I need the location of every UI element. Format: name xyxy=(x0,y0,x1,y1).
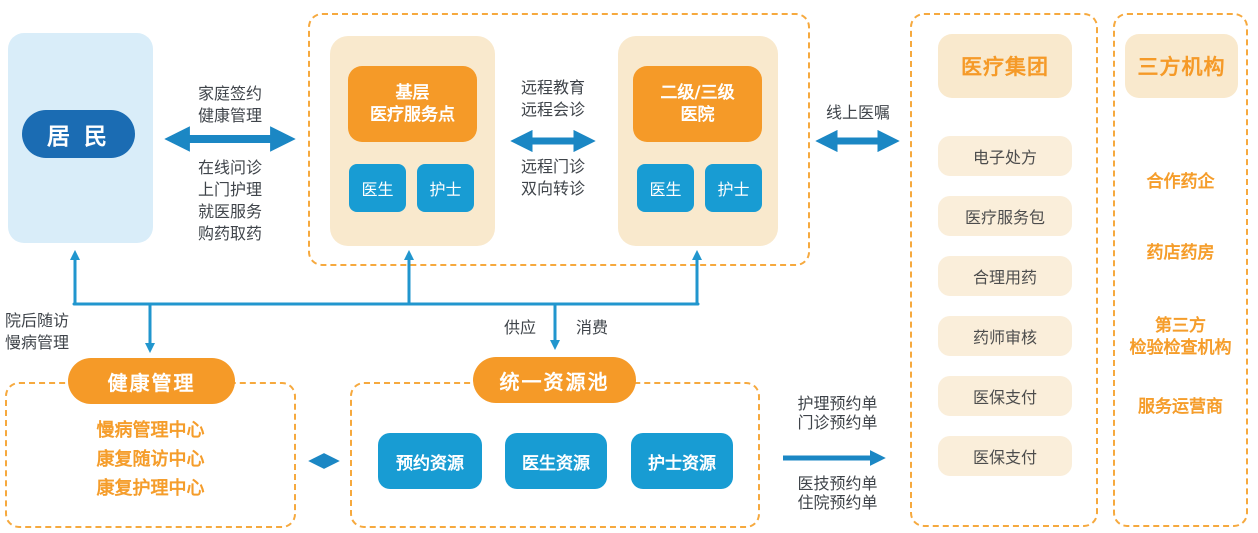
resource-box-appointment: 预约资源 xyxy=(378,433,482,489)
edge-label-online-order: 线上医嘱 xyxy=(825,103,890,122)
edge-label-consume: 消费 xyxy=(575,318,608,337)
hospital-nurse-box: 护士 xyxy=(705,164,762,212)
health-mgmt-item: 康复随访中心 xyxy=(96,449,205,470)
primary-care-box: 基层 医疗服务点 xyxy=(348,66,477,142)
third-party-title-box: 三方机构 xyxy=(1125,34,1238,98)
resident-label: 居 民 xyxy=(46,124,110,150)
medical-group-item-pharmacist-review: 药师审核 xyxy=(938,316,1072,356)
third-party-panel xyxy=(1113,13,1248,527)
edge-label-online-services: 在线问诊 上门护理 就医服务 购药取药 xyxy=(197,158,262,243)
edge-label-remote-education: 远程教育 远程会诊 xyxy=(520,78,585,119)
resident-box: 居 民 xyxy=(22,110,135,158)
third-party-item-pharma-partners: 合作药企 xyxy=(1146,172,1215,192)
medical-group-item-eprescription: 电子处方 xyxy=(938,136,1072,176)
health-mgmt-title-box: 健康管理 xyxy=(68,358,235,404)
edge-label-supply: 供应 xyxy=(503,318,536,337)
medical-group-item-service-package: 医疗服务包 xyxy=(938,196,1072,236)
medical-group-item-insurance-payment-2: 医保支付 xyxy=(938,436,1072,476)
primary-care-doctor-box: 医生 xyxy=(349,164,406,212)
primary-care-nurse-box: 护士 xyxy=(417,164,474,212)
medical-group-title-box: 医疗集团 xyxy=(938,34,1072,98)
resource-pool-title-box: 统一资源池 xyxy=(473,357,636,403)
health-mgmt-items: 慢病管理中心 康复随访中心 康复护理中心 xyxy=(20,416,281,503)
hospital-box: 二级/三级 医院 xyxy=(633,66,762,142)
third-party-item-service-operators: 服务运营商 xyxy=(1138,397,1223,417)
medical-group-item-insurance-payment-1: 医保支付 xyxy=(938,376,1072,416)
edge-label-orders-top: 护理预约单 门诊预约单 xyxy=(797,394,878,432)
edge-label-remote-clinic: 远程门诊 双向转诊 xyxy=(520,157,585,198)
resource-box-nurse: 护士资源 xyxy=(631,433,733,489)
medical-group-item-rational-drug-use: 合理用药 xyxy=(938,256,1072,296)
third-party-item-testing-institutions: 第三方 检验检查机构 xyxy=(1129,316,1232,358)
health-mgmt-item: 康复护理中心 xyxy=(96,478,205,499)
health-mgmt-panel xyxy=(5,382,296,528)
health-mgmt-item: 慢病管理中心 xyxy=(96,420,205,441)
third-party-item-pharmacies: 药店药房 xyxy=(1146,243,1215,263)
edge-label-orders-bottom: 医技预约单 住院预约单 xyxy=(797,474,878,512)
edge-label-post-hospital: 院后随访 慢病管理 xyxy=(5,311,70,352)
resource-box-doctor: 医生资源 xyxy=(505,433,607,489)
edge-label-family-signing: 家庭签约 健康管理 xyxy=(197,84,262,125)
hospital-doctor-box: 医生 xyxy=(637,164,694,212)
